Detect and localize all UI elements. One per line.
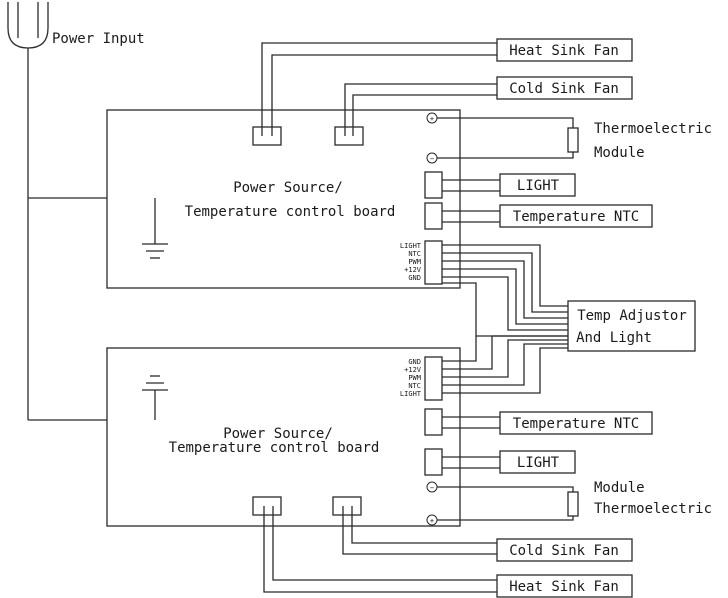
bottom-light-label: LIGHT	[517, 455, 560, 471]
power-input-plug	[7, 2, 155, 421]
top-light-label: LIGHT	[517, 178, 560, 194]
bottom-pin-label: GND	[408, 358, 421, 366]
top-thermoelectric-module	[567, 127, 579, 153]
bottom-pin-label: LIGHT	[400, 390, 422, 398]
bottom-light-connector	[424, 448, 443, 476]
top-fan-wiring	[261, 42, 497, 136]
temp-adjustor-box	[567, 300, 696, 352]
bottom-thermo-label-line1: Module	[594, 480, 645, 496]
top-heat-fan-connector	[252, 126, 282, 146]
top-pin-label: LIGHT	[400, 242, 422, 250]
top-minus-sign: −	[430, 155, 434, 163]
top-control-board: Power Source/ Temperature control board …	[106, 109, 461, 289]
top-thermo-label-line2: Module	[594, 145, 645, 161]
top-board-outline	[106, 109, 461, 289]
top-module-wiring	[437, 117, 579, 159]
bottom-module-wiring	[437, 486, 579, 521]
top-cold-sink-fan-box	[496, 76, 633, 100]
top-light-connector	[424, 171, 443, 199]
bottom-board-title-line1: Power Source/	[223, 426, 333, 442]
bottom-pin-label: +12V	[404, 366, 422, 374]
top-pin-label: PWM	[408, 258, 421, 266]
bottom-cold-sink-fan-label: Cold Sink Fan	[509, 543, 619, 559]
bottom-fan-wiring	[263, 506, 497, 593]
temp-adjustor-label-line1: Temp Adjustor	[577, 308, 687, 324]
bottom-plus-sign: +	[430, 517, 434, 525]
bottom-cold-fan-connector	[332, 496, 362, 516]
top-heat-sink-fan-label: Heat Sink Fan	[509, 43, 619, 59]
bottom-heat-sink-fan-label: Heat Sink Fan	[509, 579, 619, 595]
bottom-thermoelectric-module	[567, 491, 579, 517]
bottom-minus-sign: −	[430, 484, 434, 492]
bottom-ntc-connector	[424, 408, 443, 436]
bottom-heat-fan-connector	[252, 496, 282, 516]
bottom-light-box	[499, 450, 576, 474]
top-thermo-label-line1: Thermoelectric	[594, 121, 712, 137]
top-pin-label: +12V	[404, 266, 422, 274]
top-cold-fan-connector	[334, 126, 364, 146]
top-board-title-line1: Power Source/	[233, 180, 343, 196]
bottom-pin-header	[424, 356, 443, 401]
power-input-label: Power Input	[52, 31, 145, 47]
top-temperature-ntc-label: Temperature NTC	[513, 209, 639, 225]
bottom-board-title-line2: Temperature control board	[169, 440, 380, 456]
bottom-pin-label: NTC	[408, 382, 421, 390]
top-cold-sink-fan-label: Cold Sink Fan	[509, 81, 619, 97]
bottom-ground-symbol	[142, 375, 168, 420]
bottom-temperature-ntc-box	[499, 411, 653, 435]
bottom-board-outline	[106, 347, 461, 527]
bottom-heat-sink-fan-box	[496, 574, 633, 598]
top-sensor-wiring	[442, 179, 500, 223]
top-temperature-ntc-box	[499, 204, 653, 228]
temp-adjustor-bus	[442, 244, 568, 394]
bottom-pin-label: PWM	[408, 374, 421, 382]
top-heat-sink-fan-box	[496, 38, 633, 62]
top-pin-header	[424, 240, 443, 285]
bottom-temperature-ntc-label: Temperature NTC	[513, 416, 639, 432]
top-light-box	[499, 173, 576, 197]
top-ground-symbol	[142, 198, 168, 259]
top-pin-label: NTC	[408, 250, 421, 258]
bottom-control-board: Power Source/ Temperature control board …	[106, 347, 461, 527]
top-ntc-connector	[424, 202, 443, 230]
top-plus-sign: +	[430, 115, 434, 123]
temp-adjustor-label-line2: And Light	[576, 330, 652, 346]
bottom-cold-sink-fan-box	[496, 538, 633, 562]
top-board-title-line2: Temperature control board	[185, 204, 396, 220]
bottom-sensor-wiring	[442, 416, 500, 469]
bottom-thermo-label-line2: Thermoelectric	[594, 501, 712, 517]
top-pin-label: GND	[408, 274, 421, 282]
